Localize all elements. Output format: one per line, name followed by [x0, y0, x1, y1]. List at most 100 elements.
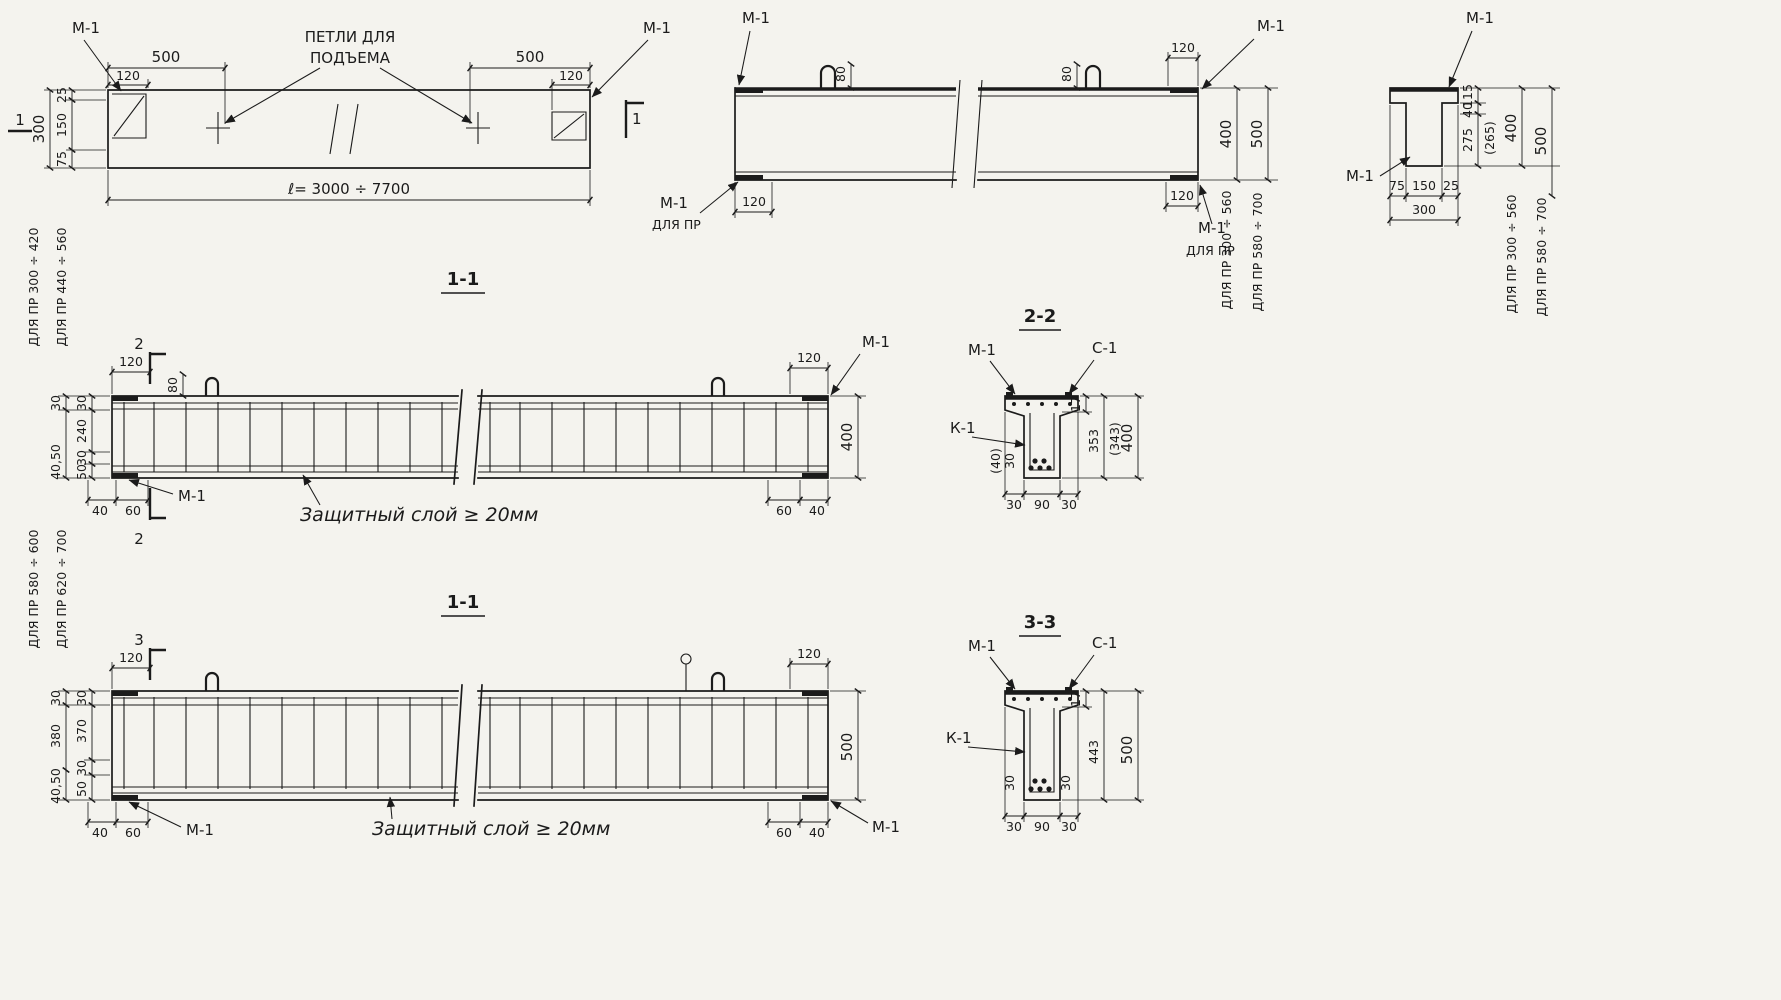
plan-view: М-1 М-1 ПЕТЛИ ДЛЯ ПОДЪЕМА 500 120 500 12… [8, 19, 671, 206]
range-label: ДЛЯ ПР 440 ÷ 560 [54, 228, 69, 347]
dim-label-75: 75 [54, 151, 69, 167]
m1-label: М-1 [660, 194, 688, 212]
dim-label-30: 30 [48, 690, 63, 706]
m1-label: М-1 [1346, 167, 1374, 185]
leader-line [128, 479, 174, 495]
rebar-dot [1032, 778, 1038, 784]
lift-loops-note: ПЕТЛИ ДЛЯ [305, 28, 396, 46]
stirrup-in-section [1029, 708, 1055, 793]
dim-label-40: 40 [809, 825, 825, 840]
cover-note: Защитный слой ≥ 20мм [300, 504, 538, 526]
m1-label: М-1 [178, 487, 206, 505]
leader-line [1201, 38, 1255, 90]
m1-label: М-1 [1198, 219, 1226, 237]
section-3-3: 3-3 М-1 С-1 К-1 17 443 500 30 30 30 90 3… [946, 612, 1144, 834]
lift-loops-note: ПОДЪЕМА [310, 49, 391, 67]
section-cut-mark [148, 648, 166, 680]
leader-line [302, 474, 321, 506]
leader-line [128, 801, 182, 828]
dim-label-60: 60 [776, 825, 792, 840]
dim-label-120: 120 [797, 646, 821, 661]
dlya-pr-label: ДЛЯ ПР [1186, 243, 1235, 258]
range-label: ДЛЯ ПР 300 ÷ 560 [1504, 195, 1519, 314]
longitudinal-bars [112, 697, 828, 794]
dim-label-60: 60 [125, 825, 141, 840]
m1-label: М-1 [742, 9, 770, 27]
dim-label-443: 443 [1086, 740, 1101, 764]
dim-label-120: 120 [119, 650, 143, 665]
dim-label-500: 500 [1532, 127, 1550, 156]
dim-label-4050: 40,50 [48, 444, 63, 480]
m1-label: М-1 [643, 19, 671, 37]
dim-label-265: (265) [1482, 121, 1497, 155]
dim-label-25: 25 [1443, 178, 1459, 193]
rebar-dot [1026, 697, 1030, 701]
elevation-view: М-1 М-1 80 80 120 М-1 ДЛЯ ПР 120 120 М-1… [652, 9, 1285, 311]
cut-number: 1 [632, 110, 642, 128]
leader-line [83, 39, 122, 92]
m1-label: М-1 [872, 818, 900, 836]
dim-label-500: 500 [838, 733, 856, 762]
m1-label: М-1 [968, 341, 996, 359]
dim-label-40: 40 [92, 825, 108, 840]
section-cut-mark [148, 352, 166, 384]
range-label: ДЛЯ ПР 620 ÷ 700 [54, 530, 69, 649]
rebar-dot [1046, 465, 1052, 471]
leader-line [699, 181, 739, 214]
rebar-dot [1068, 697, 1072, 701]
cut-number: 2 [134, 530, 144, 548]
extension-lines [734, 52, 1278, 218]
c1-label: С-1 [1092, 339, 1117, 357]
dim-label-17: 17 [1068, 396, 1083, 412]
rebar-dot [1041, 778, 1047, 784]
dim-label-120: 120 [1170, 188, 1194, 203]
k1-label: К-1 [950, 419, 976, 437]
length-label: ℓ= 3000 ÷ 7700 [287, 180, 410, 198]
dim-label-30: 30 [74, 690, 89, 706]
rebar-dots [1012, 697, 1072, 792]
beam-outline [734, 87, 1199, 181]
dim-label-40: 40 [92, 503, 108, 518]
rebar-dot [1028, 786, 1034, 792]
dim-label-150: 150 [1412, 178, 1436, 193]
section-cut-mark [148, 488, 166, 520]
dim-label-400: 400 [1502, 114, 1520, 143]
embedded-plates [112, 691, 828, 800]
inner-lines [735, 95, 1198, 173]
stirrup-in-section [1029, 413, 1055, 471]
leader-line [379, 67, 473, 124]
rebar-dot [1040, 402, 1044, 406]
dim-label-30: 30 [1061, 819, 1077, 834]
dim-label-380: 380 [48, 724, 63, 748]
rebar-dot [1026, 402, 1030, 406]
dlya-pr-label: ДЛЯ ПР [652, 217, 701, 232]
dim-label-50: 50 [74, 464, 89, 480]
m1-label: М-1 [186, 821, 214, 839]
dim-label-120: 120 [116, 68, 140, 83]
c1-label: С-1 [1092, 634, 1117, 652]
right-end-plate-detail [551, 111, 587, 141]
m1-label: М-1 [1257, 17, 1285, 35]
dim-label-80: 80 [165, 377, 180, 393]
break-lines [329, 103, 359, 155]
rebar-dot [1032, 458, 1038, 464]
leader-line [224, 67, 321, 124]
dim-label-400: 400 [1217, 120, 1235, 149]
break-lines [951, 79, 983, 189]
rebar-dot [1068, 402, 1072, 406]
dim-label-90: 90 [1034, 497, 1050, 512]
dim-label-30: 30 [1006, 497, 1022, 512]
cut-number: 2 [134, 335, 144, 353]
dim-label-500: 500 [516, 48, 545, 66]
rebar-dot [1012, 697, 1016, 701]
dim-label-275: 275 [1460, 128, 1475, 152]
dim-label-30: 30 [1058, 775, 1073, 791]
section-outline [1004, 690, 1079, 801]
rebar-dot [1028, 465, 1034, 471]
dim-label-300: 300 [1412, 202, 1436, 217]
dim-label-60: 60 [125, 503, 141, 518]
dim-label-60: 60 [776, 503, 792, 518]
dim-label-240: 240 [74, 419, 89, 443]
rebar-dot [1012, 402, 1016, 406]
